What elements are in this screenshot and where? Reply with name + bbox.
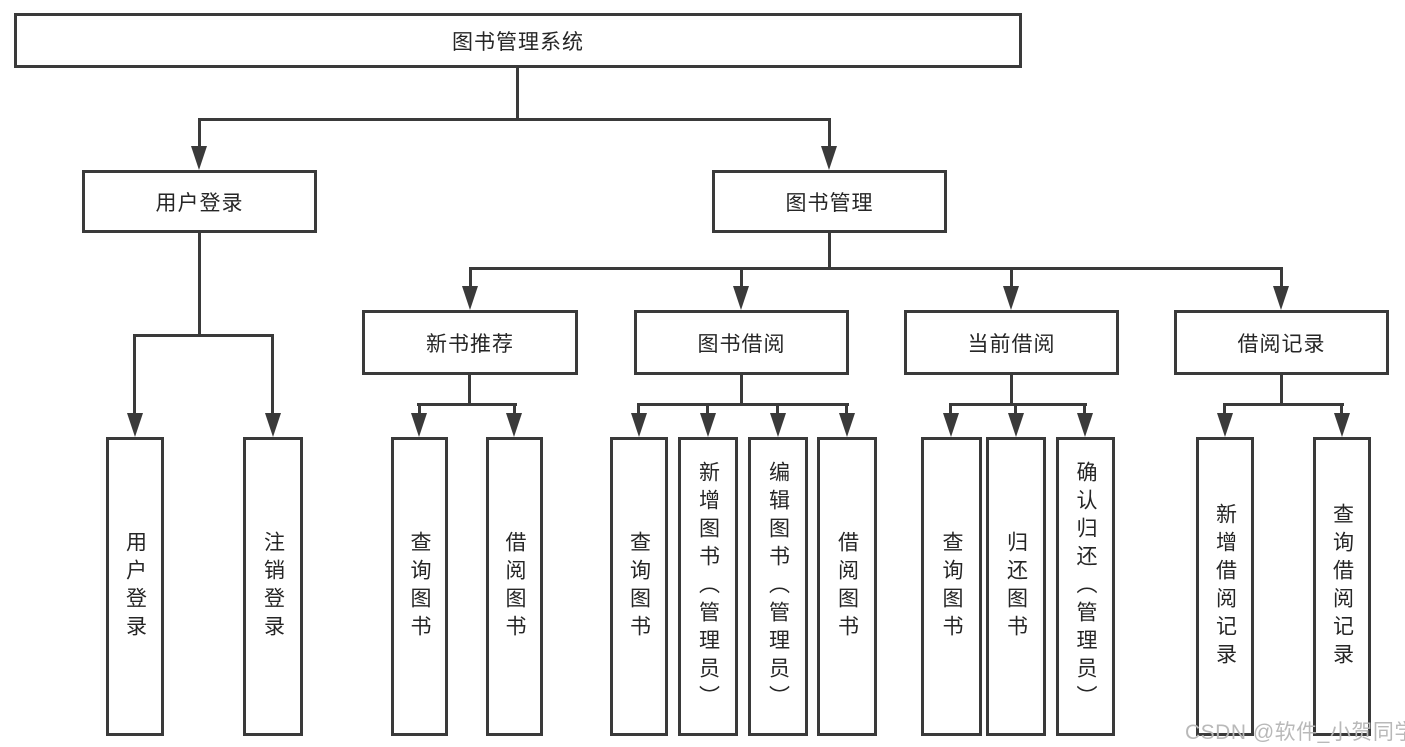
connector-vline (133, 334, 136, 416)
connector-vline (740, 267, 743, 290)
node-book-borrowing: 图书借阅 (634, 310, 849, 375)
arrowhead-down (127, 413, 143, 437)
arrowhead-down (1003, 286, 1019, 310)
leaf-label: 用户登录 (123, 530, 147, 643)
connector-vline (418, 403, 421, 416)
node-label: 用户登录 (155, 191, 244, 215)
arrowhead-down (462, 286, 478, 310)
connector-hline (133, 334, 274, 337)
node-label: 当前借阅 (967, 332, 1056, 356)
connector-vline (1340, 403, 1343, 416)
connector-vline (776, 403, 779, 416)
leaf-br-add-borrow-record: 新增借阅记录 (1196, 437, 1254, 736)
connector-hline (950, 403, 1087, 406)
node-user-login: 用户登录 (82, 170, 317, 233)
connector-vline (516, 66, 519, 118)
arrowhead-down (631, 413, 647, 437)
arrowhead-down (411, 413, 427, 437)
connector-vline (469, 267, 472, 290)
leaf-label: 查询借阅记录 (1330, 502, 1354, 671)
leaf-bb-add-books-admin: 新增图书（管理员） (678, 437, 738, 736)
connector-hline (1223, 403, 1344, 406)
arrowhead-down (770, 413, 786, 437)
leaf-logout-login: 注销登录 (243, 437, 303, 736)
connector-vline (828, 232, 831, 269)
connector-vline (637, 403, 640, 416)
connector-vline (1280, 267, 1283, 290)
connector-hline (417, 403, 517, 406)
node-library-management-system: 图书管理系统 (14, 13, 1022, 68)
leaf-nbr-borrow-books: 借阅图书 (486, 437, 543, 736)
leaf-label: 新增图书（管理员） (696, 460, 720, 713)
node-label: 图书管理系统 (452, 30, 584, 54)
leaf-bb-query-books: 查询图书 (610, 437, 668, 736)
connector-vline (271, 334, 274, 416)
arrowhead-down (839, 413, 855, 437)
arrowhead-down (1008, 413, 1024, 437)
connector-vline (198, 232, 201, 337)
node-new-book-recommendation: 新书推荐 (362, 310, 578, 375)
arrowhead-down (191, 146, 207, 170)
node-borrowing-records: 借阅记录 (1174, 310, 1389, 375)
leaf-bb-edit-books-admin: 编辑图书（管理员） (748, 437, 808, 736)
connector-vline (198, 118, 201, 148)
watermark: CSDN @软件_小贺同学 (1185, 721, 1405, 744)
leaf-label: 新增借阅记录 (1213, 502, 1237, 671)
arrowhead-down (265, 413, 281, 437)
leaf-cb-confirm-return-admin: 确认归还（管理员） (1056, 437, 1115, 736)
connector-vline (740, 374, 743, 406)
arrowhead-down (733, 286, 749, 310)
connector-vline (1014, 403, 1017, 416)
arrowhead-down (821, 146, 837, 170)
leaf-label: 查询图书 (627, 530, 651, 643)
node-current-borrowing: 当前借阅 (904, 310, 1119, 375)
leaf-nbr-query-books: 查询图书 (391, 437, 448, 736)
node-label: 图书借阅 (697, 332, 786, 356)
arrowhead-down (943, 413, 959, 437)
connector-vline (468, 374, 471, 406)
node-label: 新书推荐 (426, 332, 514, 356)
leaf-label: 借阅图书 (503, 530, 526, 643)
connector-hline (469, 267, 1283, 270)
connector-vline (1280, 374, 1283, 406)
connector-vline (706, 403, 709, 416)
arrowhead-down (700, 413, 716, 437)
node-label: 借阅记录 (1237, 332, 1326, 356)
leaf-br-query-borrow-record: 查询借阅记录 (1313, 437, 1371, 736)
connector-vline (949, 403, 952, 416)
leaf-label: 借阅图书 (835, 530, 859, 643)
connector-vline (513, 403, 516, 416)
connector-vline (845, 403, 848, 416)
leaf-user-login: 用户登录 (106, 437, 164, 736)
arrowhead-down (1077, 413, 1093, 437)
node-book-management: 图书管理 (712, 170, 947, 233)
leaf-cb-return-books: 归还图书 (986, 437, 1046, 736)
arrowhead-down (1273, 286, 1289, 310)
connector-vline (1010, 267, 1013, 290)
leaf-cb-query-books: 查询图书 (921, 437, 982, 736)
connector-hline (198, 118, 831, 121)
arrowhead-down (506, 413, 522, 437)
arrowhead-down (1217, 413, 1233, 437)
leaf-label: 查询图书 (408, 530, 431, 643)
connector-hline (637, 403, 849, 406)
leaf-label: 查询图书 (940, 530, 963, 643)
arrowhead-down (1334, 413, 1350, 437)
leaf-label: 编辑图书（管理员） (766, 460, 790, 713)
connector-vline (1083, 403, 1086, 416)
node-label: 图书管理 (785, 191, 874, 215)
connector-vline (1010, 374, 1013, 406)
leaf-label: 归还图书 (1004, 530, 1028, 643)
connector-vline (828, 118, 831, 148)
leaf-label: 注销登录 (261, 530, 285, 643)
leaf-bb-borrow-books: 借阅图书 (817, 437, 877, 736)
leaf-label: 确认归还（管理员） (1074, 460, 1097, 713)
connector-vline (1223, 403, 1226, 416)
